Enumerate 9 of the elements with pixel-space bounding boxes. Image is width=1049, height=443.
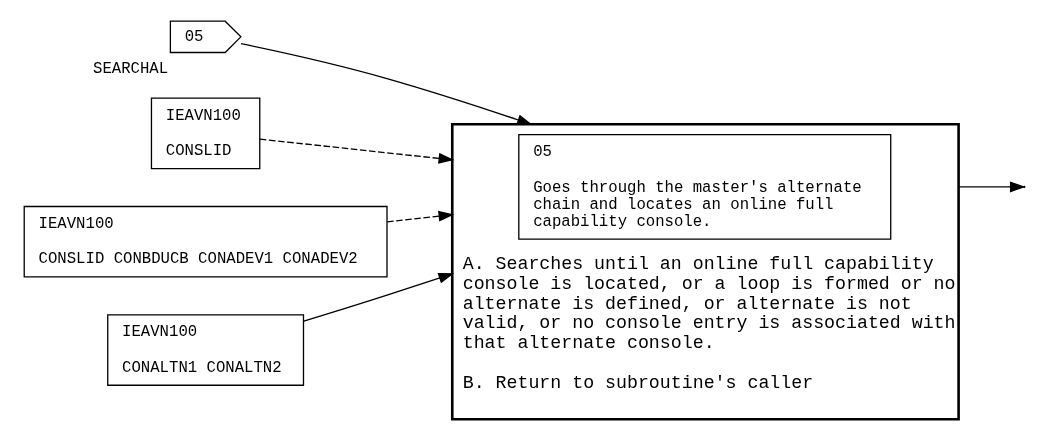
node-box: IEAVN100 CONALTN1 CONALTN2 bbox=[107, 314, 305, 386]
arrow bbox=[303, 272, 455, 322]
node-box: IEAVN100 CONSLID bbox=[150, 97, 261, 170]
arrow bbox=[240, 43, 533, 126]
node-label: SEARCHAL bbox=[93, 59, 169, 78]
node-box: 05 Goes through the master's alternate chain and locates an online full capability console. bbox=[518, 134, 892, 240]
node-box: IEAVN100 CONSLID CONBDUCB CONADEV1 CONADEV2 bbox=[23, 205, 388, 278]
arrow bbox=[386, 210, 455, 223]
arrow bbox=[259, 138, 455, 164]
